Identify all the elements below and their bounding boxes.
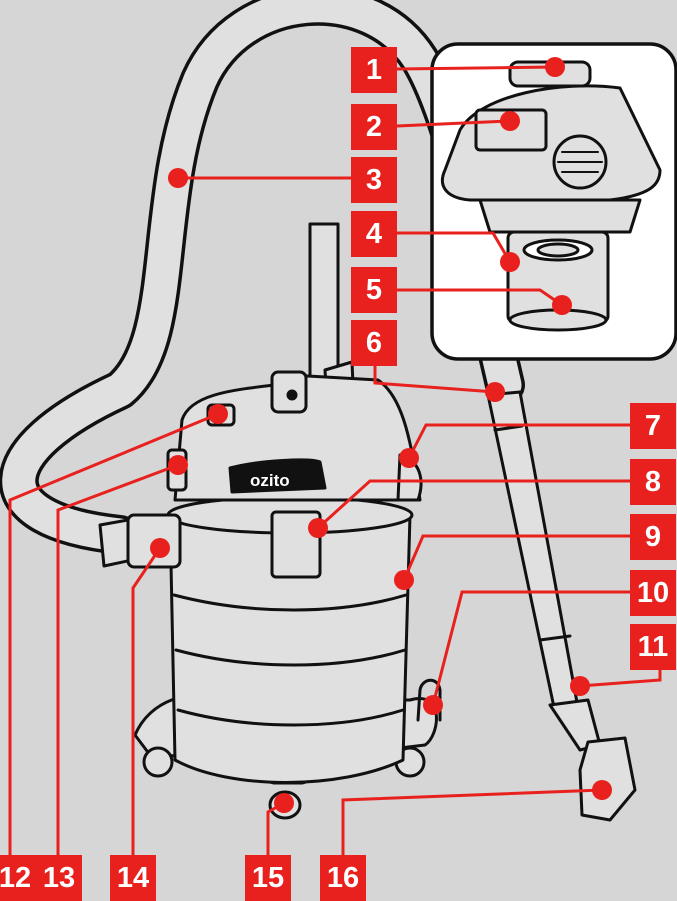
callout-dot-6: [485, 382, 505, 402]
callout-dot-4: [500, 252, 520, 272]
leader-1: [396, 65, 556, 71]
callout-badge-10: 10: [630, 570, 676, 616]
callout-dot-7: [399, 448, 419, 468]
leader-16: [341, 788, 603, 855]
extension-wand: [486, 390, 580, 714]
leader-9: [402, 534, 630, 581]
leader-14: [131, 547, 162, 855]
leader-2: [396, 119, 511, 128]
brand-logo: ozito: [250, 471, 290, 490]
callout-badge-4: 4: [351, 211, 397, 257]
callout-dot-11: [570, 676, 590, 696]
callout-badge-8: 8: [630, 459, 676, 505]
callout-dot-1: [545, 57, 565, 77]
callout-dot-2: [500, 111, 520, 131]
callout-dots: [150, 57, 612, 813]
callout-dot-15: [274, 793, 294, 813]
tank: [168, 513, 412, 784]
callout-dot-14: [150, 538, 170, 558]
tank-latch: [270, 510, 322, 579]
callout-badge-15: 15: [245, 855, 291, 901]
callout-badge-13: 13: [36, 855, 82, 901]
leader-6: [373, 362, 496, 394]
leader-8: [316, 479, 630, 530]
callout-dot-3: [168, 168, 188, 188]
callout-badge-7: 7: [630, 403, 676, 449]
callout-dot-10: [423, 695, 443, 715]
leader-13: [56, 463, 179, 855]
callout-dot-5: [552, 295, 572, 315]
leader-4: [397, 231, 512, 263]
callout-badge-5: 5: [351, 267, 397, 313]
callout-badge-11: 11: [630, 624, 676, 670]
callout-badge-3: 3: [351, 157, 397, 203]
leader-12: [8, 412, 219, 855]
leader-lines: [8, 65, 662, 855]
callout-badge-9: 9: [630, 514, 676, 560]
leader-10: [431, 590, 630, 706]
callout-dot-13: [168, 455, 188, 475]
callout-dot-9: [394, 570, 414, 590]
leader-7: [407, 423, 630, 459]
callout-dot-16: [592, 780, 612, 800]
callout-badge-2: 2: [351, 104, 397, 150]
callout-badge-1: 1: [351, 47, 397, 93]
callout-dot-12: [208, 404, 228, 424]
callout-badge-6: 6: [351, 320, 397, 366]
callout-badge-12: 12: [0, 855, 38, 901]
cord-hook: [416, 678, 442, 722]
callout-dot-8: [308, 518, 328, 538]
callout-badge-16: 16: [320, 855, 366, 901]
callout-badge-14: 14: [110, 855, 156, 901]
crevice-tool: [308, 222, 340, 396]
